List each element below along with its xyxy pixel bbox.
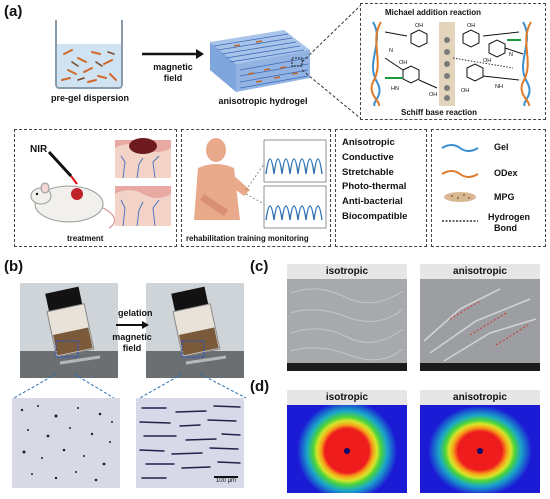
hbond-legend-icon bbox=[442, 220, 478, 222]
michael-label: Michael addition reaction bbox=[385, 8, 482, 17]
svg-text:OH: OH bbox=[399, 60, 407, 66]
saxs-isotropic bbox=[287, 405, 407, 493]
reaction-structure-illustration: OH OH OH OH N N OH OH NH HN bbox=[370, 21, 532, 106]
treatment-box: NIR treatment bbox=[14, 129, 177, 247]
gelation-label: gelation bbox=[118, 308, 153, 318]
panel-label-b: (b) bbox=[4, 258, 24, 275]
d-anisotropic-title: anisotropic bbox=[420, 390, 540, 405]
arrow-magnetic-line1: magnetic bbox=[153, 62, 193, 72]
nir-label: NIR bbox=[30, 144, 48, 155]
hydrogel-block-illustration bbox=[210, 30, 310, 92]
b-magnetic-line2: field bbox=[122, 343, 142, 353]
magnetic-arrow-icon bbox=[142, 49, 204, 59]
legend-odex: ODex bbox=[494, 168, 518, 178]
sem-anisotropic-texture bbox=[420, 288, 540, 371]
beaker-illustration bbox=[55, 20, 123, 89]
isotropic-micrograph-texture bbox=[20, 405, 113, 482]
legend-mpg: MPG bbox=[494, 192, 515, 202]
gelation-arrow-icon bbox=[116, 321, 149, 329]
property-anisotropic: Anisotropic bbox=[342, 137, 395, 148]
legend-hbond: Hydrogen Bond bbox=[488, 212, 530, 234]
scale-bar-label: 100 μm bbox=[215, 478, 237, 484]
micrograph-anisotropic: 100 μm bbox=[136, 398, 244, 488]
svg-text:HN: HN bbox=[391, 86, 399, 92]
saxs-anisotropic-beamstop bbox=[477, 448, 483, 454]
arrow-magnetic-line2: field bbox=[163, 73, 183, 83]
legend-hbond-line1: Hydrogen bbox=[488, 212, 531, 222]
vial-before-illustration bbox=[20, 286, 118, 378]
c-anisotropic-title: anisotropic bbox=[420, 264, 540, 279]
svg-text:NH: NH bbox=[495, 84, 503, 90]
panel-label-d: (d) bbox=[250, 378, 270, 395]
c-isotropic-title: isotropic bbox=[287, 264, 407, 279]
b-magnetic-line1: magnetic bbox=[112, 332, 152, 342]
property-conductive: Conductive bbox=[342, 151, 394, 163]
svg-text:OH: OH bbox=[467, 23, 475, 29]
panel-label-a: (a) bbox=[4, 3, 23, 20]
svg-text:N: N bbox=[389, 48, 393, 54]
properties-box: Anisotropic Conductive Stretchable Photo… bbox=[335, 129, 427, 247]
vial-photo-after bbox=[146, 283, 244, 378]
panel-label-c: (c) bbox=[250, 258, 269, 275]
odex-legend-icon bbox=[441, 170, 479, 178]
legend-gel: Gel bbox=[494, 142, 509, 152]
svg-text:OH: OH bbox=[415, 23, 423, 29]
legend-hbond-line2: Bond bbox=[494, 223, 517, 233]
vial-after-illustration bbox=[146, 286, 244, 378]
vial-photo-before bbox=[20, 283, 118, 378]
pregel-label: pre-gel dispersion bbox=[50, 93, 130, 103]
property-stretchable: Stretchable bbox=[342, 166, 394, 178]
property-antibacterial: Anti-bacterial bbox=[342, 196, 403, 208]
saxs-anisotropic bbox=[420, 405, 540, 493]
b-magnetic-label: magnetic field bbox=[112, 332, 152, 354]
mouse-treatment-illustration bbox=[30, 138, 171, 229]
saxs-isotropic-beamstop bbox=[344, 448, 350, 454]
micrograph-isotropic bbox=[12, 398, 120, 488]
sem-isotropic bbox=[287, 279, 407, 371]
svg-text:OH: OH bbox=[461, 88, 469, 94]
reaction-box: Michael addition reaction OH OH OH OH N N O… bbox=[360, 3, 546, 120]
rehab-illustration bbox=[194, 138, 327, 229]
zoom-lines bbox=[301, 5, 361, 119]
b-zoom-lines bbox=[13, 373, 247, 399]
svg-text:N: N bbox=[509, 52, 513, 58]
sem-isotropic-texture bbox=[287, 288, 407, 371]
mpg-legend-icon bbox=[444, 192, 476, 202]
rehab-box: rehabilitation training monitoring bbox=[181, 129, 331, 247]
scale-bar bbox=[214, 476, 238, 478]
anisotropic-micrograph-texture bbox=[139, 405, 241, 479]
property-photothermal: Photo-thermal bbox=[342, 181, 407, 193]
property-biocompatible: Biocompatible bbox=[342, 210, 408, 222]
arrow-magnetic-label: magnetic field bbox=[140, 62, 206, 84]
svg-text:OH: OH bbox=[429, 92, 437, 98]
schiff-label: Schiff base reaction bbox=[401, 108, 478, 117]
gel-legend-icon bbox=[441, 144, 479, 152]
treatment-label: treatment bbox=[67, 234, 104, 243]
sem-anisotropic bbox=[420, 279, 540, 371]
svg-text:OH: OH bbox=[483, 58, 491, 64]
rehab-label: rehabilitation training monitoring bbox=[186, 234, 309, 243]
hydrogel-label: anisotropic hydrogel bbox=[218, 96, 308, 106]
legend-box: Gel ODex MPG Hydrogen Bond bbox=[431, 129, 546, 247]
d-isotropic-title: isotropic bbox=[287, 390, 407, 405]
